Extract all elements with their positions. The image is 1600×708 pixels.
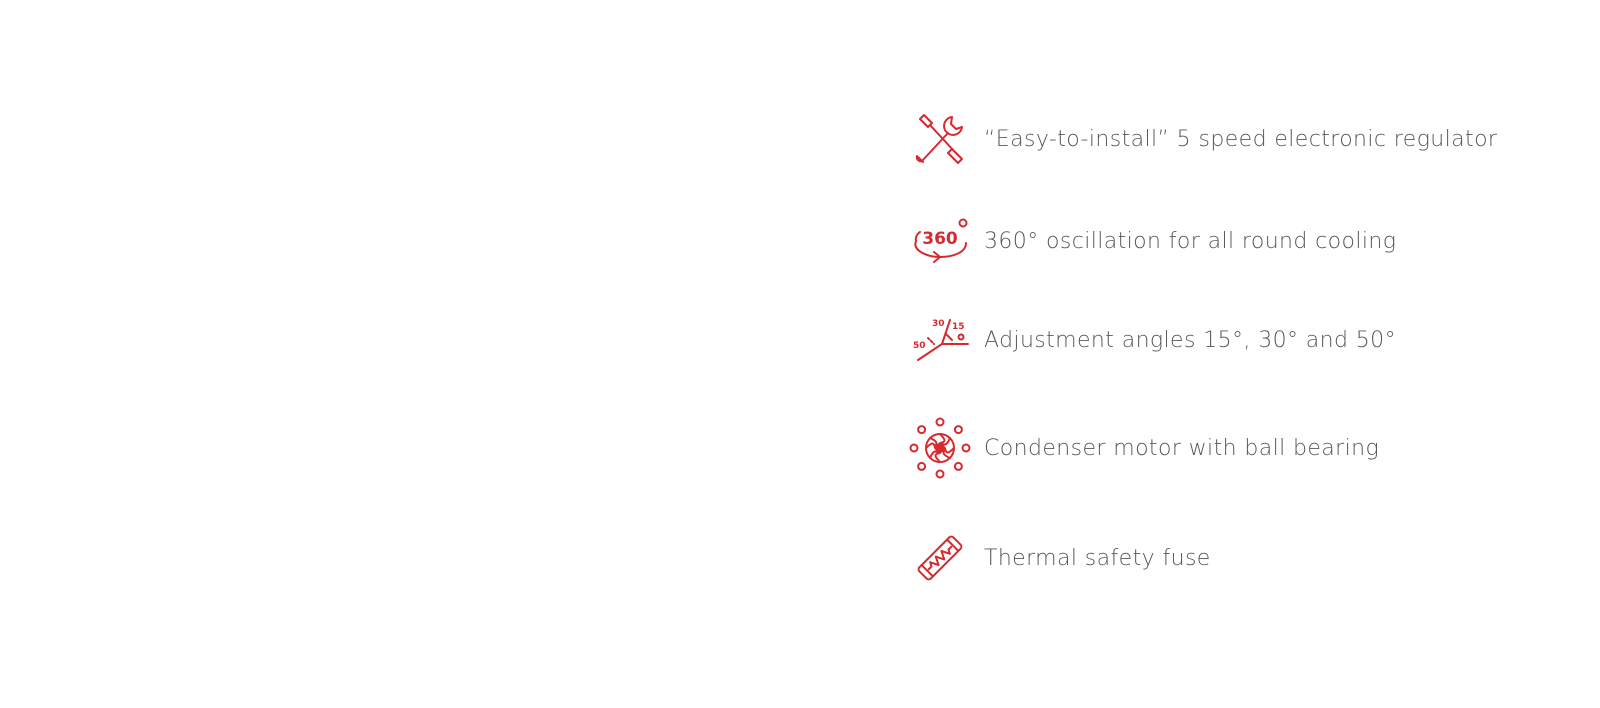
feature-label: 360° oscillation for all round cooling (984, 228, 1397, 254)
feature-item-motor: Condenser motor with ball bearing (908, 416, 1568, 480)
feature-label: Adjustment angles 15°, 30° and 50° (984, 327, 1396, 353)
icon-text-50: 50 (913, 341, 926, 351)
wrench-screwdriver-icon (908, 107, 972, 171)
feature-item-fuse: Thermal safety fuse (908, 526, 1568, 590)
blank-area (0, 0, 900, 708)
feature-label: “Easy-to-install” 5 speed electronic reg… (984, 126, 1498, 152)
feature-item-angles: 30 15 50 Adjustment angles 15°, 30° and … (908, 308, 1568, 372)
feature-item-oscillation: 360 360° oscillation for all round cooli… (908, 209, 1568, 273)
rotation-360-icon: 360 (908, 209, 972, 273)
icon-text-30: 30 (932, 319, 945, 329)
adjustment-angles-icon: 30 15 50 (908, 308, 972, 372)
feature-item-regulator: “Easy-to-install” 5 speed electronic reg… (908, 107, 1568, 171)
icon-text-15: 15 (952, 322, 965, 332)
feature-label: Thermal safety fuse (984, 545, 1211, 571)
icon-text-360: 360 (922, 229, 958, 249)
condenser-motor-icon (908, 416, 972, 480)
feature-label: Condenser motor with ball bearing (984, 435, 1380, 461)
thermal-fuse-icon (908, 526, 972, 590)
